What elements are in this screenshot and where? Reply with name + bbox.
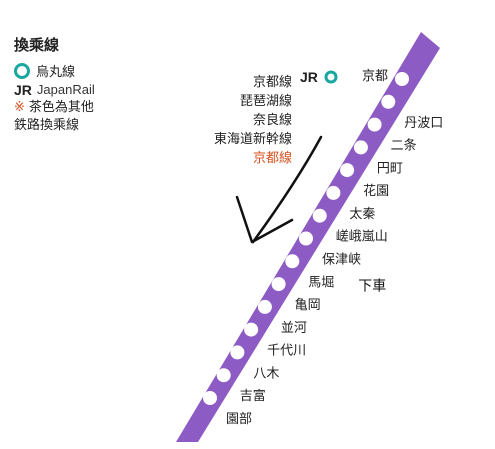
station-dot [381, 94, 396, 109]
subway-ring-icon [14, 62, 30, 79]
station-label: 千代川 [267, 344, 306, 359]
legend-note-mark: ※ [14, 100, 25, 115]
transfer-line-1: 京都線 [253, 74, 292, 90]
station-label: 亀岡 [295, 298, 321, 313]
legend-title: 換乘線 [14, 36, 60, 54]
legend-note-line1: 茶色為其他 [28, 100, 94, 115]
hand-drawn-arrow-icon [235, 135, 323, 244]
station-dot [244, 322, 259, 337]
station-label: 花園 [363, 183, 389, 199]
station-label: 並河 [281, 321, 307, 336]
legend-subway-label: 烏丸線 [36, 65, 76, 80]
station-dot [395, 72, 409, 86]
station-label: 吉富 [240, 388, 266, 404]
station-label: 京都 [362, 69, 388, 84]
station-dot [326, 185, 341, 200]
station-label: 園部 [226, 412, 252, 427]
legend-jr-row: JR JapanRail [14, 80, 95, 99]
station-dot [285, 254, 300, 269]
station-dot [367, 117, 382, 132]
station-label: 嵯峨嵐山 [336, 230, 388, 245]
legend: 換乘線 烏丸線 JR JapanRail ※茶色為其他 鉄路換乘線 [14, 34, 95, 135]
station-label: 丹波口 [404, 116, 443, 131]
legend-jr-mark: JR [14, 81, 32, 98]
transfer-line-other: 京都線 [253, 150, 292, 166]
station-dot [230, 345, 245, 360]
transfer-line-4: 東海道新幹線 [214, 131, 292, 147]
transfer-line-2: 琵琶湖線 [240, 93, 292, 109]
station-label: 太秦 [349, 207, 375, 222]
station-dot [353, 140, 368, 155]
station-dot [271, 277, 286, 292]
subway-ring-icon [324, 70, 338, 84]
transfer-jr-mark: JR [300, 69, 318, 85]
station-dot [340, 163, 355, 178]
transfer-line-3: 奈良線 [253, 112, 292, 128]
get-off-annotation: 下車 [358, 277, 386, 294]
station-dot [257, 299, 272, 314]
legend-jr-label: JapanRail [36, 82, 95, 97]
station-dot [203, 391, 217, 405]
station-dot [299, 231, 313, 246]
station-dot [216, 368, 231, 383]
station-label: 馬堀 [308, 275, 334, 290]
legend-note: ※茶色為其他 鉄路換乘線 [14, 99, 95, 135]
station-label: 八木 [253, 366, 279, 381]
station-label: 保津峡 [322, 253, 361, 268]
station-label: 円町 [377, 161, 403, 176]
station-dot [312, 208, 327, 223]
legend-subway-row: 烏丸線 [14, 61, 95, 80]
station-label: 二条 [391, 138, 417, 154]
legend-note-line2: 鉄路換乘線 [14, 118, 80, 133]
